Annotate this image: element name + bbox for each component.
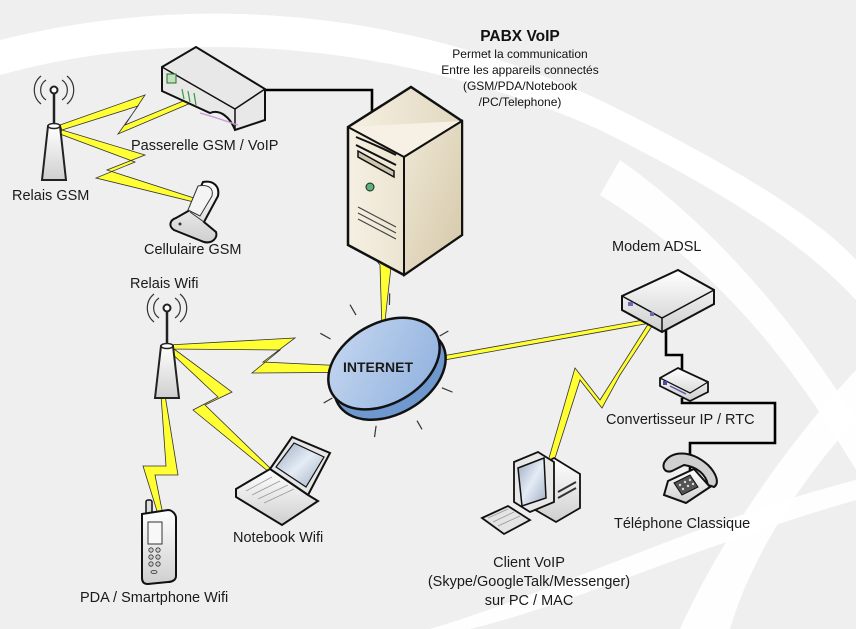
telephone-classique-icon[interactable] bbox=[662, 452, 718, 505]
internet-label: INTERNET bbox=[343, 359, 413, 375]
client-voip-desktop-icon[interactable] bbox=[480, 450, 581, 536]
cellulaire-flip-phone-icon[interactable] bbox=[169, 180, 220, 244]
convertisseur-label: Convertisseur IP / RTC bbox=[606, 412, 755, 428]
background-swooshes bbox=[0, 13, 856, 629]
passerelle-gateway-icon[interactable] bbox=[161, 45, 266, 132]
pabx-server-icon[interactable] bbox=[346, 85, 464, 277]
pabx-description-line: Entre les appareils connectés bbox=[441, 63, 599, 77]
link-internet-modem bbox=[419, 317, 657, 365]
link-convertisseur-telephone bbox=[680, 398, 777, 478]
modem-label: Modem ADSL bbox=[612, 239, 702, 255]
telephone-label: Téléphone Classique bbox=[614, 516, 751, 532]
pda-smartphone-icon[interactable] bbox=[141, 499, 177, 586]
internet-disc-icon[interactable] bbox=[288, 269, 485, 466]
client-voip-label-line: sur PC / MAC bbox=[484, 593, 574, 609]
relais-wifi-label: Relais Wifi bbox=[130, 276, 199, 292]
relais-wifi-antenna-icon[interactable] bbox=[146, 293, 188, 399]
pda-label: PDA / Smartphone Wifi bbox=[80, 590, 229, 606]
notebook-label: Notebook Wifi bbox=[233, 530, 324, 546]
cellulaire-label: Cellulaire GSM bbox=[144, 242, 242, 258]
pabx-title-block: PABX VoIP Permet la communication Entre … bbox=[400, 27, 640, 110]
convertisseur-box-icon[interactable] bbox=[659, 366, 709, 403]
passerelle-label: Passerelle GSM / VoIP bbox=[131, 138, 279, 154]
link-relaiswifi-notebook bbox=[166, 345, 273, 473]
relais-gsm-label: Relais GSM bbox=[12, 188, 90, 204]
client-voip-label: Client VoIP (Skype/GoogleTalk/Messenger)… bbox=[414, 554, 644, 611]
notebook-laptop-icon[interactable] bbox=[235, 435, 332, 527]
modem-adsl-icon[interactable] bbox=[621, 268, 715, 334]
client-voip-label-line: Client VoIP bbox=[493, 555, 565, 571]
pabx-description-line: /PC/Telephone) bbox=[478, 95, 562, 109]
client-voip-label-line: (Skype/GoogleTalk/Messenger) bbox=[427, 574, 631, 590]
relais-gsm-antenna-icon[interactable] bbox=[33, 75, 75, 181]
pabx-description-line: (GSM/PDA/Notebook bbox=[462, 79, 578, 93]
pabx-description-line: Permet la communication bbox=[452, 47, 588, 61]
pabx-title: PABX VoIP bbox=[480, 28, 560, 45]
